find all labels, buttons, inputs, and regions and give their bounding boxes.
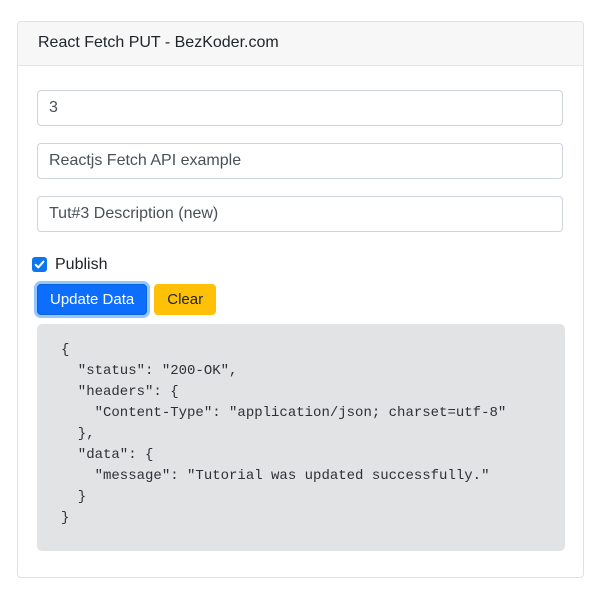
id-input[interactable] xyxy=(37,90,563,126)
card-title: React Fetch PUT - BezKoder.com xyxy=(38,34,279,51)
publish-label[interactable]: Publish xyxy=(55,256,108,273)
update-data-button[interactable]: Update Data xyxy=(37,284,148,315)
publish-row: Publish xyxy=(32,255,563,274)
description-input[interactable] xyxy=(37,196,563,232)
clear-button[interactable]: Clear xyxy=(154,284,217,315)
card-body: Publish Update Data Clear { "status": "2… xyxy=(18,66,583,551)
response-json-output: { "status": "200-OK", "headers": { "Cont… xyxy=(37,324,565,551)
title-input[interactable] xyxy=(37,143,563,179)
card-header: React Fetch PUT - BezKoder.com xyxy=(18,22,583,66)
check-icon xyxy=(34,260,45,269)
tutorial-card: React Fetch PUT - BezKoder.com Publish U… xyxy=(17,21,584,578)
publish-checkbox[interactable] xyxy=(32,257,47,272)
button-row: Update Data Clear xyxy=(37,284,563,315)
